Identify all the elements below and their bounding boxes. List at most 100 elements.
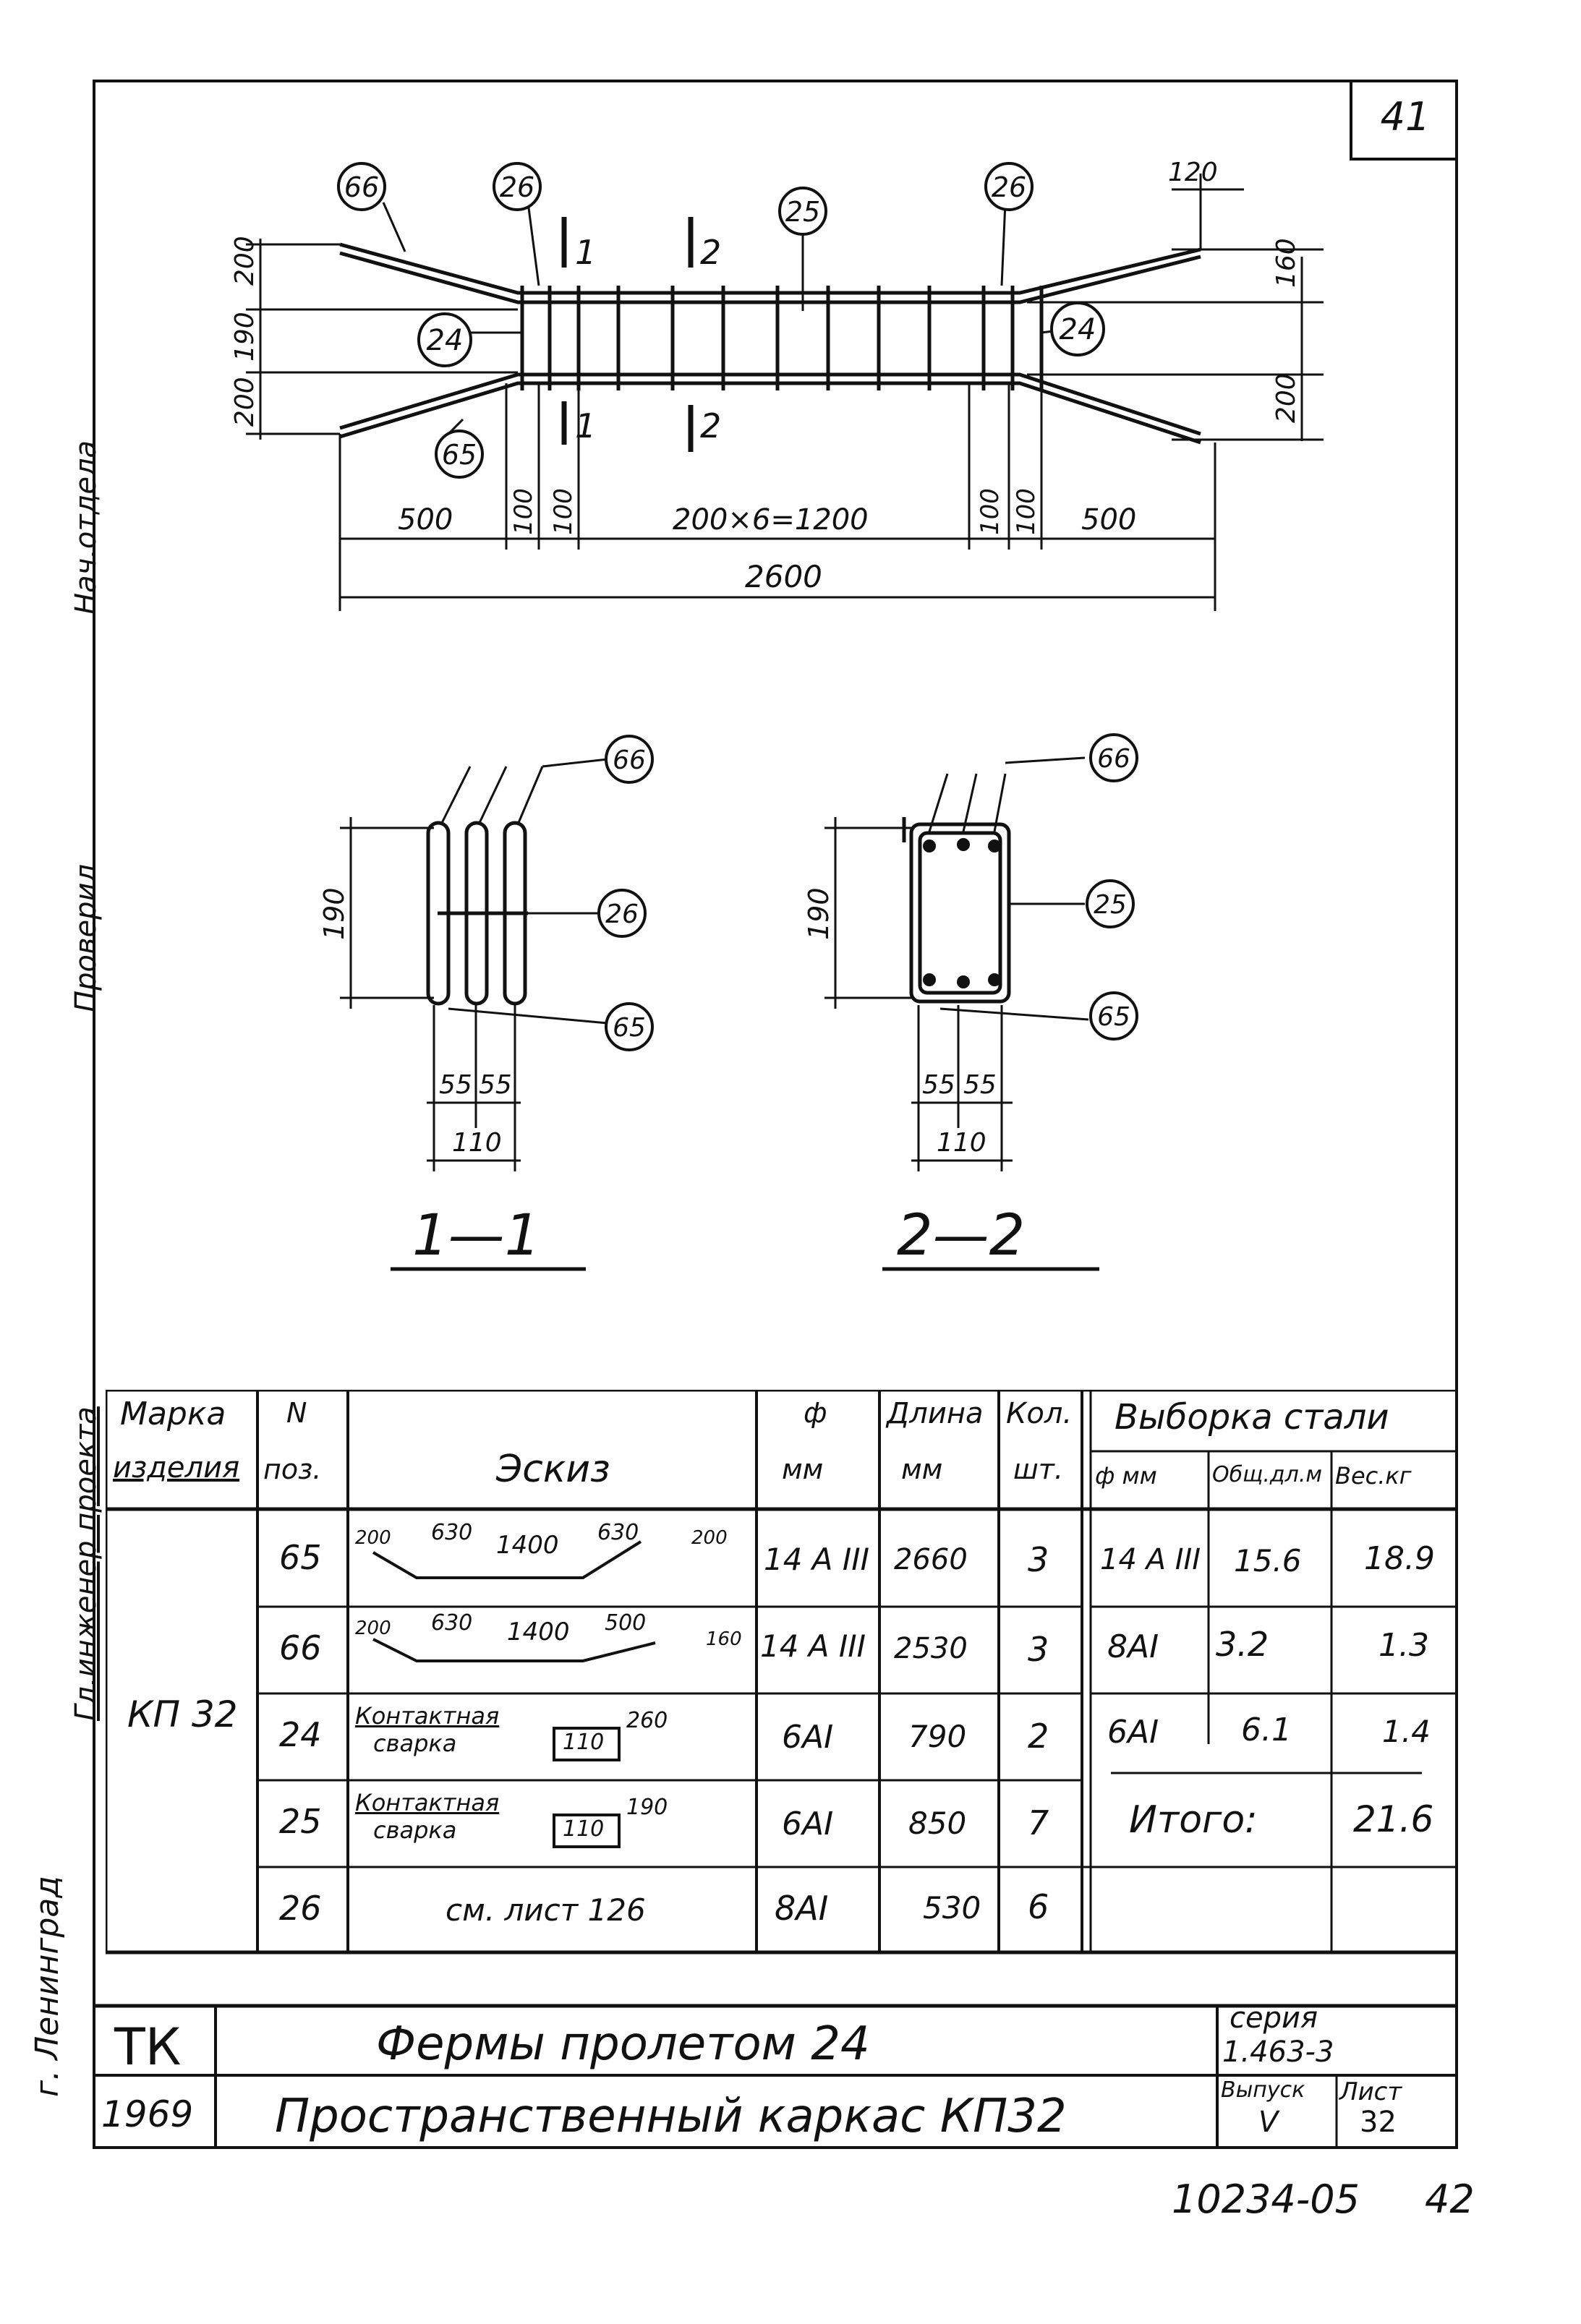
section1-dim-55b: 55 [479, 1070, 512, 1100]
hdr-pos-1: N [286, 1397, 307, 1429]
row3-sketch-d: 260 [626, 1708, 668, 1733]
row1-pos: 65 [279, 1538, 322, 1577]
title-block-grid [93, 2004, 1458, 2148]
hdr-sketch: Эскиз [496, 1448, 610, 1491]
series-value: 1.463-3 [1222, 2035, 1334, 2069]
row1-sketch-e: 200 [691, 1527, 728, 1549]
row2-sketch-e: 160 [706, 1628, 742, 1650]
steel3-dia: 6AI [1107, 1714, 1159, 1751]
section2-callout-65: 65 [1097, 1002, 1130, 1032]
row1-sketch-c: 1400 [496, 1531, 559, 1560]
side-stamp-label: Гл.инженер проекта [69, 1406, 103, 1721]
total-label: Итого: [1129, 1798, 1258, 1842]
plan-dim-bottom-3: 100 [549, 488, 578, 535]
row4-sketch-a: Контактная [355, 1789, 500, 1816]
sheet-label: Лист [1339, 2077, 1402, 2106]
plan-callout-26a: 26 [500, 171, 534, 203]
title-line-2: Пространственный каркас КП32 [275, 2090, 1067, 2143]
plan-dim-bottom-5: 100 [976, 488, 1005, 535]
steel3-len: 6.1 [1241, 1712, 1292, 1748]
row2-sketch-c: 1400 [507, 1618, 570, 1646]
row1-qty: 3 [1028, 1540, 1049, 1579]
plan-dim-bottom-7: 500 [1081, 503, 1136, 537]
row2-qty: 3 [1028, 1630, 1049, 1669]
row3-qty: 2 [1028, 1717, 1049, 1756]
section1-dim-height: 190 [318, 887, 350, 940]
row1-len: 2660 [894, 1543, 968, 1576]
hdr-steel-wt: Вес.кг [1335, 1462, 1412, 1490]
row1-sketch-b: 630 [431, 1520, 473, 1545]
section2-callout-66: 66 [1097, 744, 1130, 774]
section1-callout-66: 66 [613, 746, 646, 775]
series-label: серия [1230, 2002, 1318, 2035]
plan-dim-bottom-4: 200×6=1200 [673, 503, 869, 537]
plan-dim-bottom-6: 100 [1012, 488, 1041, 535]
section-mark-2-bottom: 2 [700, 406, 721, 445]
side-city-label: г. Ленинград [29, 1876, 66, 2097]
section-mark-1-bottom: 1 [575, 406, 596, 445]
row2-sketch-b: 630 [431, 1610, 473, 1636]
row3-pos: 24 [279, 1715, 322, 1754]
hdr-dia-2: мм [782, 1453, 824, 1485]
row3-len: 790 [908, 1719, 967, 1754]
plan-view-drawing: 66 26 25 26 24 24 65 1 1 2 2 200 190 200… [230, 158, 1324, 611]
steel2-wt: 1.3 [1378, 1627, 1429, 1664]
row4-sketch-c: 110 [563, 1816, 605, 1842]
section-2-2-drawing: 66 25 65 190 55 55 110 2—2 [803, 733, 1138, 1271]
hdr-dia-1: ф [804, 1397, 827, 1429]
row1-dia: 14 A III [764, 1542, 870, 1577]
plan-callout-26b: 26 [992, 171, 1026, 203]
plan-callout-24b: 24 [1060, 313, 1096, 346]
steel2-dia: 8AI [1107, 1628, 1159, 1665]
row4-sketch-b: сварка [373, 1816, 457, 1844]
steel3-wt: 1.4 [1382, 1714, 1431, 1749]
row3-sketch-b: сварка [373, 1730, 457, 1757]
hdr-steel-len: Общ.дл.м [1212, 1462, 1322, 1487]
plan-dim-bottom-1: 500 [398, 503, 453, 537]
title-line-1: Фермы пролетом 24 [376, 2017, 870, 2071]
total-value: 21.6 [1353, 1798, 1434, 1840]
row3-dia: 6AI [782, 1719, 834, 1756]
section-mark-1-top: 1 [575, 233, 596, 272]
row5-pos: 26 [279, 1889, 322, 1928]
plan-dim-left-mid: 190 [230, 312, 260, 362]
hdr-len-2: мм [901, 1453, 943, 1485]
row5-qty: 6 [1028, 1887, 1049, 1926]
plan-dim-left-top: 200 [230, 236, 260, 286]
row4-sketch-d: 190 [626, 1795, 668, 1820]
steel1-len: 15.6 [1234, 1543, 1302, 1578]
row4-pos: 25 [279, 1802, 322, 1841]
plan-dim-right-top: 120 [1168, 158, 1218, 187]
footer-code: 10234-05 [1172, 2176, 1360, 2222]
section2-dim-55a: 55 [922, 1070, 955, 1100]
hdr-mark-1: Марка [120, 1396, 226, 1432]
title-org: ТК [114, 2017, 182, 2077]
steel1-wt: 18.9 [1364, 1540, 1435, 1577]
issue-value: V [1258, 2106, 1279, 2139]
row5-len: 530 [923, 1890, 981, 1926]
hdr-pos-2: поз. [263, 1453, 322, 1485]
row4-len: 850 [908, 1806, 967, 1841]
issue-label: Выпуск [1221, 2077, 1305, 2103]
plan-callout-65: 65 [442, 439, 477, 471]
hdr-steel: Выборка стали [1115, 1397, 1389, 1437]
plan-dim-right-mid: 160 [1271, 238, 1301, 288]
plan-dim-left-bottom: 200 [230, 377, 260, 427]
plan-callout-25: 25 [785, 196, 820, 228]
row4-dia: 6AI [782, 1806, 834, 1842]
steel1-dia: 14 A III [1100, 1543, 1201, 1576]
plan-callout-66: 66 [344, 171, 379, 203]
row4-qty: 7 [1028, 1803, 1049, 1842]
hdr-steel-dia: ф мм [1095, 1462, 1157, 1490]
plan-dim-right-bottom: 200 [1271, 373, 1301, 423]
row2-pos: 66 [279, 1628, 322, 1667]
section2-dim-110: 110 [937, 1128, 986, 1158]
row1-sketch-a: 200 [355, 1527, 391, 1549]
sheet-value: 32 [1360, 2106, 1397, 2139]
hdr-mark-2: изделия [113, 1451, 240, 1484]
row2-len: 2530 [894, 1632, 968, 1665]
side-checked-label: Проверил [69, 863, 103, 1012]
drawing-frame [93, 80, 1458, 2149]
table-grid [106, 1390, 1458, 1955]
sheet-corner-number: 41 [1350, 80, 1458, 161]
